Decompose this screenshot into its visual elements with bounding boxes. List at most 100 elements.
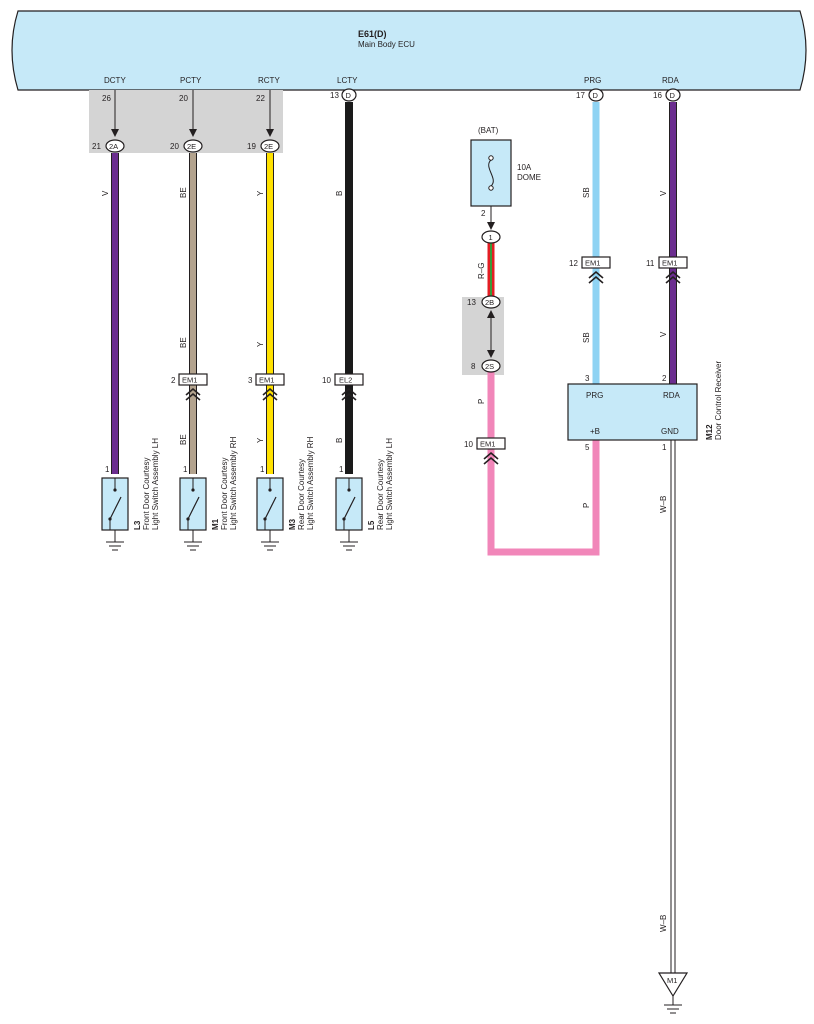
receiver-pin-num-5: 5 (585, 443, 590, 452)
splice-pin-8: 8 (471, 362, 476, 371)
wire-label-v3: V (659, 331, 668, 337)
wire-label-be3: BE (179, 434, 188, 445)
wire-label-y2: Y (256, 341, 265, 347)
conn-em1-c: EM1 (585, 259, 600, 268)
pin-num-rcty: 22 (256, 94, 265, 103)
switch-m1: 1 M1 Front Door Courtesy Light Switch As… (179, 436, 238, 551)
splice-label: 1 (489, 233, 493, 242)
receiver-pin-prg: PRG (586, 391, 603, 400)
wire-label-p1: P (477, 399, 486, 404)
pin-name-dcty: DCTY (104, 76, 126, 85)
switch-l5-code: L5 (367, 520, 376, 530)
wire-label-y1: Y (256, 190, 265, 196)
switch-l5-name2: Light Switch Assembly LH (385, 438, 394, 530)
pin-num-lcty: 13 (330, 91, 339, 100)
conn-em1-d: EM1 (662, 259, 677, 268)
switch-l3: 1 L3 Front Door Courtesy Light Switch As… (101, 438, 160, 551)
conn-pin-11: 11 (646, 259, 655, 268)
wire-label-p2: P (582, 503, 591, 508)
pin-num-rda: 16 (653, 91, 662, 100)
pin-num-prg: 17 (576, 91, 585, 100)
wires (111, 102, 677, 973)
junction-pin-20: 20 (170, 142, 179, 151)
pin-num-pcty: 20 (179, 94, 188, 103)
chevrons (185, 270, 681, 465)
switch-m3: 1 M3 Rear Door Courtesy Light Switch Ass… (256, 436, 315, 551)
ground-point-m1: M1 (657, 972, 689, 1014)
junction-pin-21: 21 (92, 142, 101, 151)
splice-2b: 2B (485, 298, 494, 307)
receiver-pin-gnd: GND (661, 427, 679, 436)
conn-pin-3: 3 (248, 376, 253, 385)
switch-m1-name2: Light Switch Assembly RH (229, 436, 238, 530)
receiver-pin-rda: RDA (663, 391, 681, 400)
splice-pin-13: 13 (467, 298, 476, 307)
receiver-pin-num-1: 1 (662, 443, 667, 452)
pin-name-lcty: LCTY (337, 76, 358, 85)
wire-label-b2: B (335, 438, 344, 443)
receiver-pin-num-2: 2 (662, 374, 667, 383)
switch-m1-name1: Front Door Courtesy (220, 458, 229, 530)
conn-pin-12: 12 (569, 259, 578, 268)
pin-name-prg: PRG (584, 76, 601, 85)
wire-label-y3: Y (256, 437, 265, 443)
ground-point-label: M1 (667, 976, 677, 985)
inline-connector-boxes (178, 256, 688, 450)
conn-em1-b: EM1 (259, 376, 274, 385)
rda-connector: D (670, 91, 676, 100)
wire-label-rg: R–G (477, 263, 486, 279)
pin-name-pcty: PCTY (180, 76, 202, 85)
switch-m1-code: M1 (211, 518, 220, 530)
splice-2s: 2S (485, 362, 494, 371)
junction-2a: 2A (109, 142, 118, 151)
wire-labels: V BE BE BE Y Y Y B B SB SB V V R–G P P W… (101, 187, 668, 932)
pin-name-rcty: RCTY (258, 76, 280, 85)
switch-l5-name1: Rear Door Courtesy (376, 459, 385, 530)
conn-pin-10b: 10 (464, 440, 473, 449)
pin-name-rda: RDA (662, 76, 680, 85)
fuse-name: DOME (517, 173, 541, 182)
switch-l5-pin: 1 (339, 465, 344, 474)
switch-m3-name1: Rear Door Courtesy (297, 459, 306, 530)
receiver-pin-num-3: 3 (585, 374, 590, 383)
wire-label-be2: BE (179, 337, 188, 348)
ecu-d-connectors (341, 88, 681, 102)
fuse-pin-out: 2 (481, 209, 486, 218)
switch-l5: 1 L5 Rear Door Courtesy Light Switch Ass… (335, 438, 394, 551)
main-body-ecu: E61(D) Main Body ECU DCTY PCTY RCTY LCTY… (11, 10, 807, 91)
switch-m1-pin: 1 (183, 465, 188, 474)
switch-m3-pin: 1 (260, 465, 265, 474)
conn-el2: EL2 (339, 376, 352, 385)
conn-pin-2: 2 (171, 376, 176, 385)
switch-l3-name1: Front Door Courtesy (142, 458, 151, 530)
splice-2b-2s (481, 295, 501, 373)
door-control-receiver: PRG RDA +B GND 3 2 5 1 M12 Door Control … (567, 361, 723, 452)
receiver-name: Door Control Receiver (714, 361, 723, 440)
dome-fuse: (BAT) 10A DOME 2 1 (470, 126, 541, 244)
switch-m3-code: M3 (288, 518, 297, 530)
ecu-code: E61(D) (358, 29, 387, 39)
prg-connector: D (593, 91, 599, 100)
fuse-rating: 10A (517, 163, 532, 172)
wire-label-v1: V (101, 190, 110, 196)
wire-label-be1: BE (179, 187, 188, 198)
lead-arrows (111, 129, 274, 137)
switch-m3-name2: Light Switch Assembly RH (306, 436, 315, 530)
switch-l3-code: L3 (133, 520, 142, 530)
wire-label-v2: V (659, 190, 668, 196)
junction-2e-a: 2E (187, 142, 196, 151)
wire-label-sb2: SB (582, 332, 591, 343)
switch-l3-pin: 1 (105, 465, 110, 474)
junction-2e-b: 2E (264, 142, 273, 151)
junction-pin-19: 19 (247, 142, 256, 151)
bat-label: (BAT) (478, 126, 499, 135)
wire-label-wb1: W–B (659, 496, 668, 513)
lcty-connector: D (346, 91, 352, 100)
ecu-name: Main Body ECU (358, 40, 415, 49)
pin-num-dcty: 26 (102, 94, 111, 103)
switch-l3-name2: Light Switch Assembly LH (151, 438, 160, 530)
conn-em1-e: EM1 (480, 440, 495, 449)
conn-em1-a: EM1 (182, 376, 197, 385)
junction-connectors (105, 139, 280, 153)
